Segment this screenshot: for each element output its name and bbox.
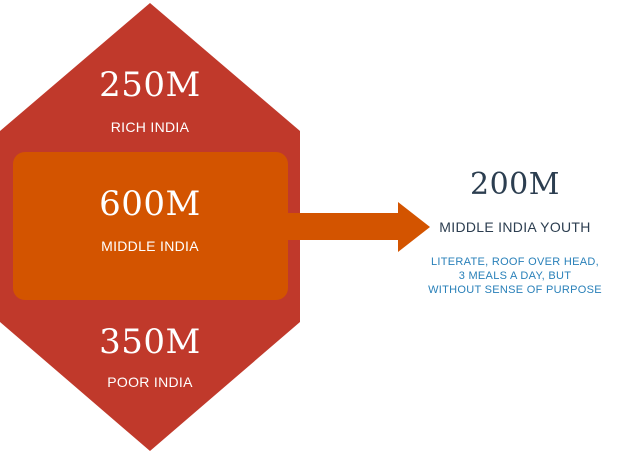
middle-india-box (13, 152, 288, 300)
youth-description-line: 3 MEALS A DAY, BUT (458, 270, 572, 282)
poor-india-figure: 350M (99, 322, 201, 362)
middle-india-figure: 600M (99, 184, 201, 224)
middle-india-label: MIDDLE INDIA (101, 238, 199, 254)
rich-india-label: RICH INDIA (110, 119, 190, 135)
poor-india-label: POOR INDIA (107, 374, 193, 390)
youth-description-line: WITHOUT SENSE OF PURPOSE (428, 284, 602, 296)
rich-india-figure: 250M (99, 65, 201, 105)
youth-figure: 200M (470, 167, 560, 202)
youth-description: LITERATE, ROOF OVER HEAD, 3 MEALS A DAY,… (420, 255, 610, 297)
youth-label: MIDDLE INDIA YOUTH (439, 219, 591, 235)
youth-description-line: LITERATE, ROOF OVER HEAD, (430, 256, 600, 268)
arrow-shape (288, 202, 430, 252)
